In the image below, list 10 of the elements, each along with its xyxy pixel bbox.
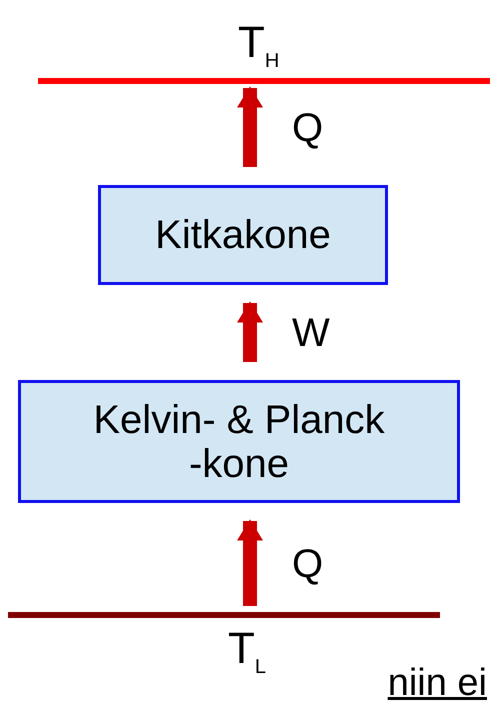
process-box bbox=[18, 380, 460, 503]
arrow bbox=[237, 301, 263, 362]
temperature-label: T$_{L}$ bbox=[228, 624, 266, 679]
process-box bbox=[98, 185, 388, 285]
arrow bbox=[237, 519, 263, 606]
arrow bbox=[237, 86, 263, 167]
note-text: niin ei bbox=[388, 664, 487, 702]
box-label: Kelvin- & Planck -kone bbox=[92, 398, 386, 486]
box-label: Kitkakone bbox=[155, 213, 331, 257]
temperature-label: T$_{H}$ bbox=[238, 18, 280, 73]
